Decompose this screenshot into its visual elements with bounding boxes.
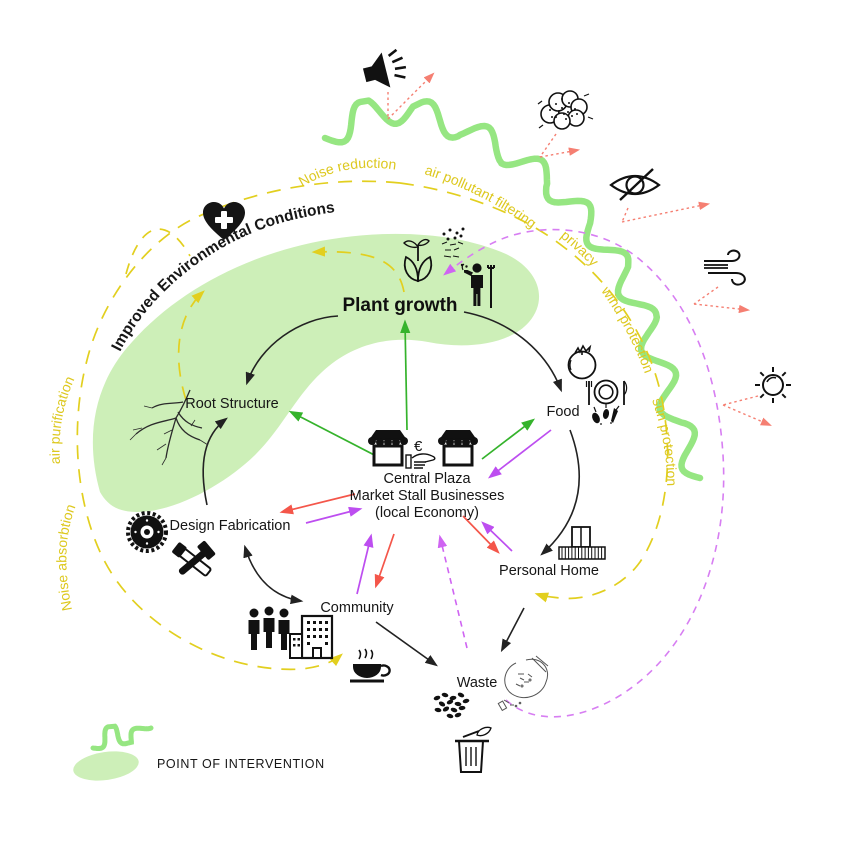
nutrient-arc — [443, 228, 725, 718]
edge-waste-plaza — [437, 534, 468, 649]
edge-home-plaza — [481, 521, 513, 552]
edge-df-plaza — [305, 506, 363, 524]
node-personal-home: Personal Home — [499, 563, 599, 579]
deflect-wind-in — [693, 286, 719, 305]
node-food: Food — [546, 404, 579, 420]
sprout-icon — [403, 238, 433, 283]
edge-food-home — [540, 429, 580, 556]
sun-icon — [755, 367, 791, 403]
speaker-icon — [362, 48, 407, 88]
meal-plate-icon — [585, 379, 628, 405]
vegetables-icon — [592, 404, 620, 425]
building-icon — [289, 614, 334, 660]
legend-squiggle-icon — [90, 723, 154, 751]
label-air-purification: air purification — [47, 374, 78, 465]
node-central-plaza-line2: Market Stall Businesses — [350, 488, 505, 504]
market-stall-icon — [438, 430, 478, 467]
saw-blade-icon — [126, 511, 168, 553]
deflect-sun-in — [722, 395, 759, 406]
edge-plaza-root — [288, 410, 383, 460]
benefit-arc-right — [399, 182, 669, 603]
pollution-cloud-icon — [537, 90, 594, 130]
label-sun-protection: sun protection — [649, 396, 680, 486]
privacy-eye-icon — [609, 168, 661, 201]
label-noise-reduction: Noise reduction — [296, 155, 398, 190]
node-community: Community — [320, 600, 394, 616]
label-noise-absorbtion: Noise absorbtion — [53, 502, 78, 612]
deflect-pollution-in — [539, 133, 557, 158]
node-root-structure: Root Structure — [185, 396, 279, 412]
legend-blob-icon — [73, 751, 139, 781]
deflect-sun-out — [722, 404, 772, 426]
market-stall-icon — [368, 430, 408, 467]
benefit-arch-heart — [125, 228, 191, 275]
edge-df-community — [243, 544, 304, 605]
edge-plaza-food — [481, 418, 536, 460]
node-plant-growth: Plant growth — [342, 295, 457, 316]
tools-icon — [172, 541, 216, 577]
health-heart-icon — [203, 202, 245, 240]
edge-community-plaza — [356, 533, 374, 595]
edge-plaza-community — [374, 533, 395, 589]
node-central-plaza-line1: Central Plaza — [383, 471, 471, 487]
deflect-view-in — [621, 207, 629, 223]
node-design-fabrication: Design Fabrication — [170, 518, 291, 534]
node-central-plaza-line3: (local Economy) — [375, 505, 479, 521]
home-icon — [558, 526, 606, 560]
deflect-view-out — [621, 201, 711, 223]
deflect-pollution-out — [539, 147, 581, 158]
compost-hand-icon — [497, 655, 549, 712]
roots-icon — [129, 389, 209, 466]
benefit-spur-left — [177, 290, 205, 401]
legend-label: POINT OF INTERVENTION — [157, 757, 325, 771]
coffee-cup-icon — [350, 648, 391, 683]
edge-plaza-df — [279, 493, 356, 515]
euro-hand-icon: € — [405, 438, 436, 469]
tomato-icon — [567, 344, 597, 380]
edge-home-waste — [500, 607, 525, 653]
edge-plant-root — [245, 315, 339, 386]
gardener-icon — [460, 263, 495, 308]
edge-plaza-home — [462, 515, 500, 554]
wind-icon — [704, 249, 746, 286]
benefit-spur-top — [311, 246, 405, 293]
noise-screen-squiggle — [321, 97, 704, 482]
edge-df-root — [202, 417, 228, 506]
edge-community-waste — [375, 621, 438, 667]
deflect-wind-out — [693, 303, 751, 314]
seeds-icon — [433, 692, 470, 719]
people-icon — [248, 606, 290, 650]
edge-food-plaza — [487, 429, 552, 479]
soil-scatter-icon — [441, 227, 465, 258]
edge-plaza-plant — [400, 319, 411, 431]
label-air-pollutant-filtering: air pollutant filtering — [423, 162, 540, 232]
node-waste: Waste — [457, 675, 498, 691]
euro-symbol: € — [414, 438, 423, 455]
trash-can-icon — [455, 726, 492, 773]
edge-plant-food — [463, 311, 562, 393]
